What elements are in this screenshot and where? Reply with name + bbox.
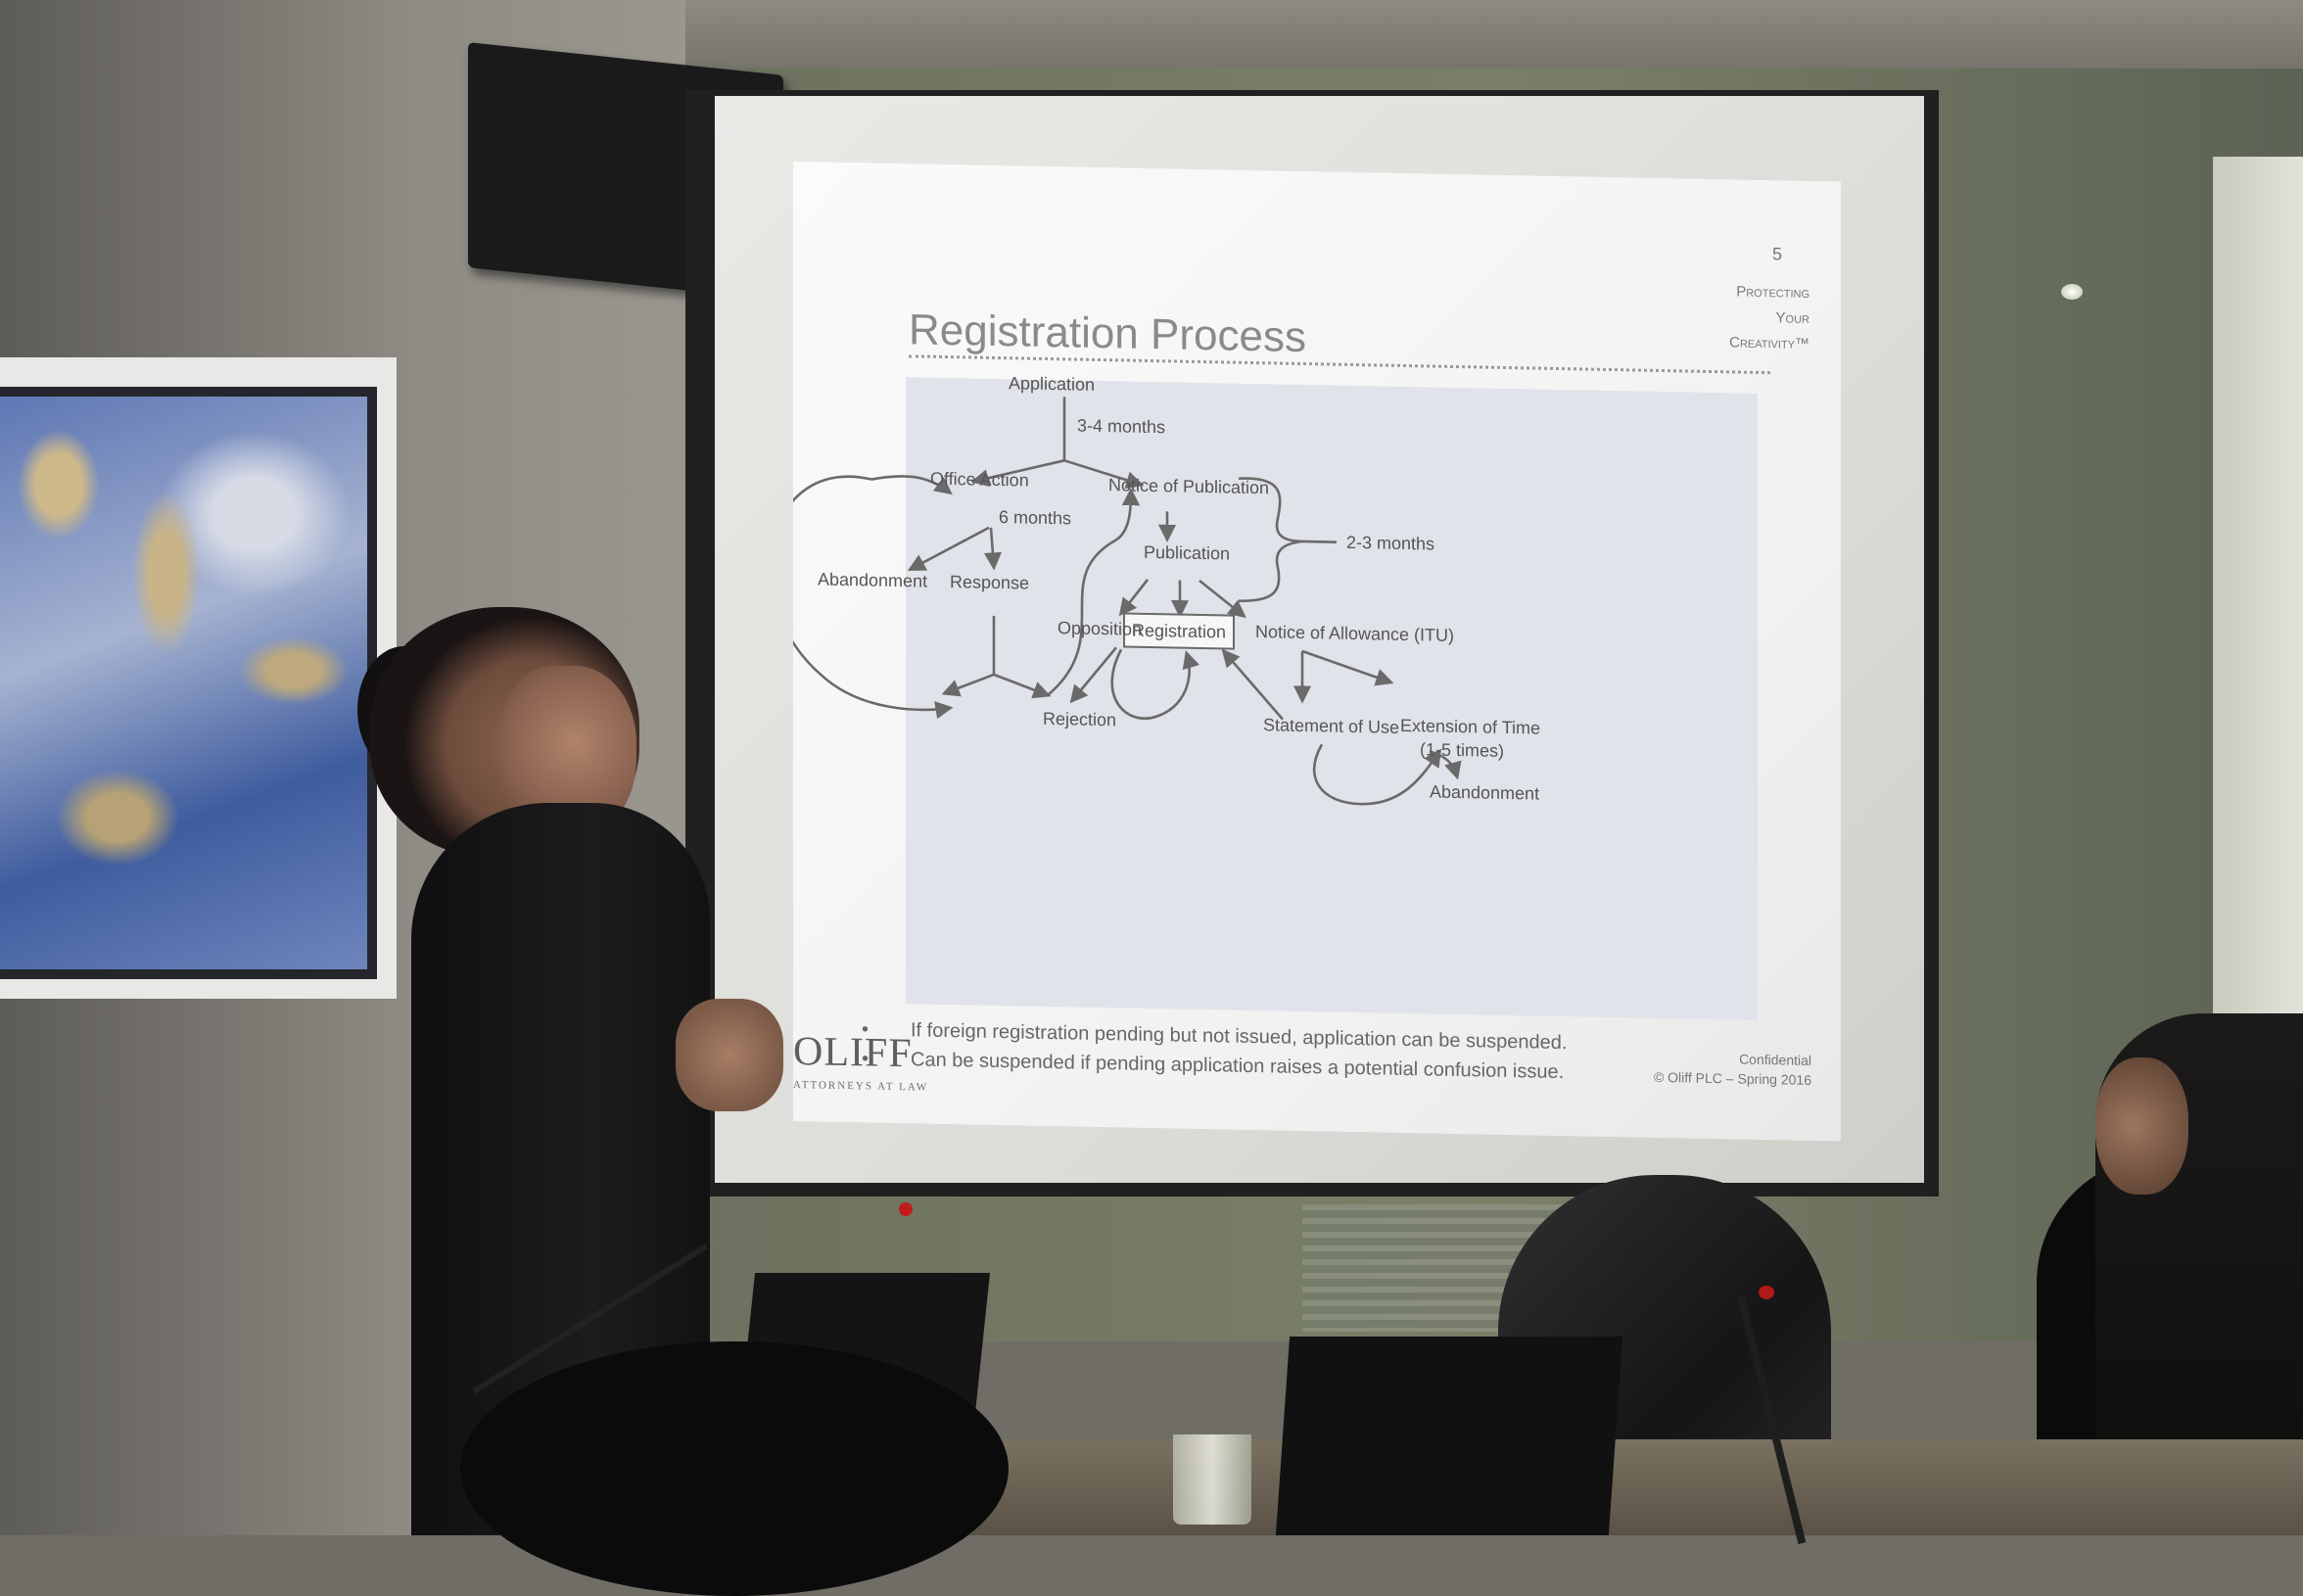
registration-flow-diagram: Application 3-4 months Office Action 6 m… (793, 373, 1540, 806)
edge-publication-to-opposition (1118, 579, 1150, 617)
edge-allowance-to-extension (1301, 649, 1394, 686)
window (2213, 157, 2303, 1038)
edge-publication-to-allowance (1198, 579, 1246, 619)
label-3-4-months: 3-4 months (1077, 416, 1165, 438)
node-abandonment-2: Abandonment (1430, 781, 1539, 803)
label-2-3-months: 2-3 months (1346, 533, 1434, 554)
registration-box (1123, 612, 1235, 650)
edge-bracket-tail (1302, 540, 1337, 543)
node-notice-of-allowance: Notice of Allowance (ITU) (1255, 622, 1454, 645)
bracket-2-3-months (1238, 477, 1303, 603)
microphone-light (899, 1202, 913, 1216)
node-registration: Registration (1132, 621, 1226, 642)
edge-response-branch (941, 673, 995, 697)
audience-face (2095, 1057, 2188, 1195)
edge-sou-loop (1312, 743, 1442, 806)
edge-to-office-action (970, 459, 1065, 488)
edge-loop-back-to-office-action (793, 475, 954, 720)
label-1-5-times: (1-5 times) (1420, 739, 1504, 761)
edge-extension-to-abandonment (1429, 750, 1462, 780)
node-extension-of-time: Extension of Time (1400, 716, 1540, 738)
edge-office-action-to-abandonment (907, 526, 990, 571)
node-notice-of-publication: Notice of Publication (1108, 475, 1269, 497)
abstract-painting (0, 397, 367, 969)
node-abandonment: Abandonment (818, 569, 927, 590)
oliff-logo: OLIFF ATTORNEYS AT LAW (793, 1028, 928, 1094)
node-response: Response (950, 572, 1029, 593)
edge-opposition-loop (1110, 648, 1200, 720)
audience-head (460, 1341, 1009, 1596)
logo-name: OLIFF (793, 1029, 913, 1077)
node-opposition: Opposition (1058, 618, 1142, 639)
node-rejection: Rejection (1043, 709, 1116, 729)
edge-to-notice-of-publication (1063, 459, 1145, 490)
ceiling-light (2061, 284, 2083, 300)
node-application: Application (1009, 373, 1095, 395)
slide-footer: Confidential © Oliff PLC – Spring 2016 (1654, 1048, 1811, 1090)
presentation-slide: 5 Protecting Your Creativity™ Registrati… (793, 162, 1841, 1142)
microphone-light (1759, 1286, 1774, 1299)
node-publication: Publication (1144, 542, 1230, 564)
footer-copyright: © Oliff PLC – Spring 2016 (1653, 1068, 1811, 1088)
edge-response-to-publication (1047, 487, 1141, 696)
edge-office-action-to-response (983, 527, 1002, 571)
edge-loop-top (870, 475, 953, 495)
presenter-hands (676, 999, 783, 1111)
laptop (1275, 1337, 1623, 1535)
label-6-months: 6 months (999, 507, 1071, 528)
edge-opposition-to-rejection (1069, 646, 1118, 704)
node-statement-of-use: Statement of Use (1263, 715, 1399, 737)
edge-sou-to-registration (1221, 648, 1284, 721)
node-office-action: Office Action (930, 469, 1029, 491)
edge-response-down (992, 615, 1052, 699)
water-glass (1173, 1434, 1251, 1525)
